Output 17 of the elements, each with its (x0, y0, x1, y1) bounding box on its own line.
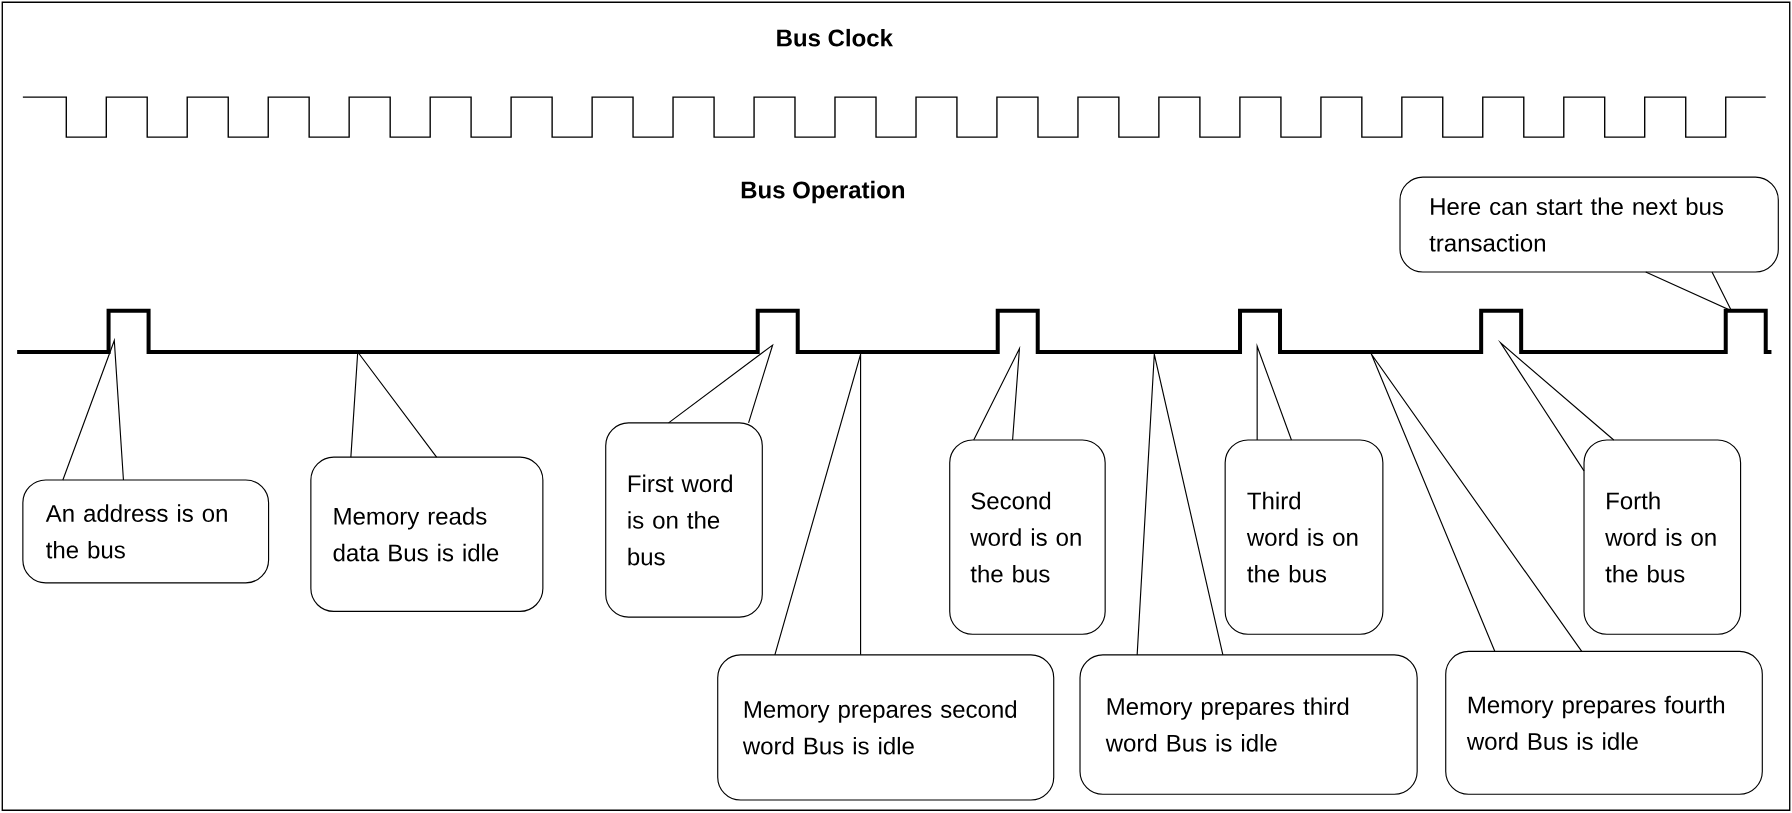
callout-box: Second word is on the bus (949, 439, 1106, 636)
leader-line (973, 345, 1021, 441)
heading: Bus Operation (741, 181, 905, 204)
callout-box: Memory prepares fourth word Bus is idle (1445, 651, 1763, 796)
callout-box: First word is on the bus (605, 422, 763, 618)
callout-box: Memory prepares second word Bus is idle (717, 654, 1055, 801)
callout-box: Here can start the next bus transaction (1399, 176, 1779, 273)
callout-box: Forth word is on the bus (1583, 439, 1742, 636)
callout-box: An address is on the bus (22, 479, 270, 584)
leader-line (1497, 340, 1615, 472)
callout-box: Memory prepares third word Bus is idle (1079, 654, 1418, 796)
leader-line (1256, 343, 1292, 441)
leader-line (668, 343, 774, 424)
callout-box: Memory reads data Bus is idle (310, 456, 544, 613)
callout-box: Third word is on the bus (1224, 439, 1384, 636)
leader-line (62, 338, 124, 481)
heading: Bus Clock (777, 29, 893, 47)
